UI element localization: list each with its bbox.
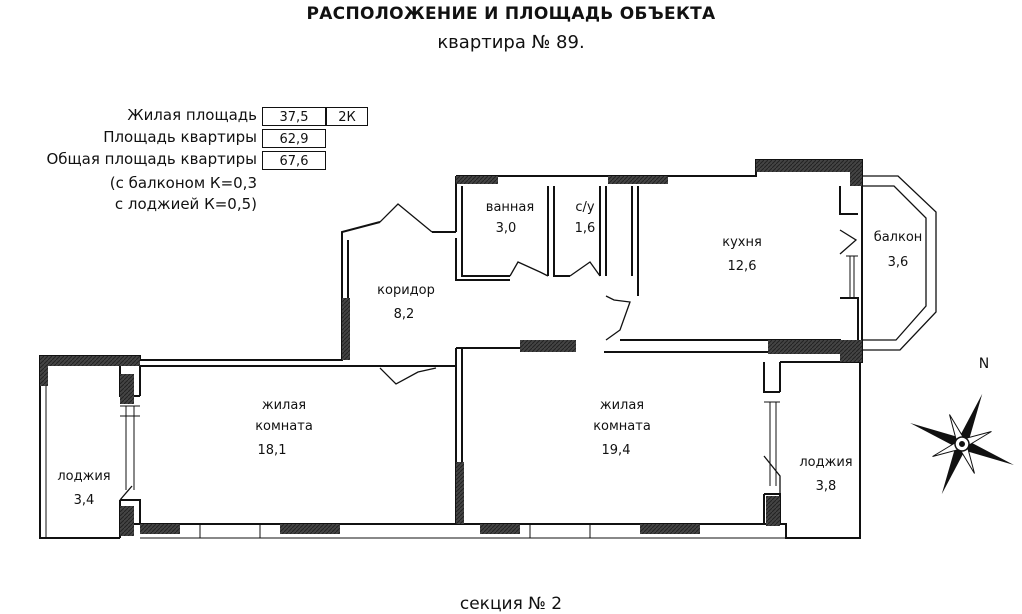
wc-area: 1,6 xyxy=(575,221,596,236)
door-swings xyxy=(119,203,858,501)
loggia-1-area: 3,4 xyxy=(74,493,95,508)
walls xyxy=(39,159,863,539)
bathroom-area: 3,0 xyxy=(496,221,517,236)
total-area-value: 67,6 xyxy=(262,151,326,170)
living-room-1-name-line2: комната xyxy=(255,419,313,434)
loggia-coefficient-note: с лоджией К=0,5) xyxy=(114,195,257,213)
total-area-label: Общая площадь квартиры xyxy=(46,150,257,168)
balcony-coefficient-note: (с балконом К=0,3 xyxy=(109,174,257,192)
living-room-2-area: 19,4 xyxy=(602,443,631,458)
kitchen-area: 12,6 xyxy=(728,259,757,274)
compass-rose-icon: N xyxy=(910,356,1014,495)
living-room-2-name-line1: жилая xyxy=(600,398,644,413)
kitchen-name: кухня xyxy=(722,235,762,250)
page-title: РАСПОЛОЖЕНИЕ И ПЛОЩАДЬ ОБЪЕКТА xyxy=(306,4,716,24)
balcony-area: 3,6 xyxy=(888,255,909,270)
living-room-1-area: 18,1 xyxy=(258,443,287,458)
living-area-label: Жилая площадь xyxy=(127,106,257,124)
rooms-badge: 2К xyxy=(326,107,368,126)
section-number: секция № 2 xyxy=(459,594,563,614)
corridor-name: коридор xyxy=(377,283,435,298)
loggia-2-area: 3,8 xyxy=(816,479,837,494)
room-labels: ванная 3,0 с/у 1,6 кухня 12,6 балкон 3,6… xyxy=(57,200,922,508)
living-room-1-name-line1: жилая xyxy=(262,398,306,413)
loggia-2-name: лоджия xyxy=(799,455,852,470)
apartment-area-value: 62,9 xyxy=(262,129,326,148)
bathroom-name: ванная xyxy=(486,200,534,215)
living-room-2-name-line2: комната xyxy=(593,419,651,434)
loggia-1-name: лоджия xyxy=(57,469,110,484)
living-area-value: 37,5 xyxy=(262,107,326,126)
hatched-walls xyxy=(40,160,862,536)
corridor-area: 8,2 xyxy=(394,307,415,322)
compass-north-label: N xyxy=(979,356,989,372)
wc-name: с/у xyxy=(575,200,595,215)
apartment-area-label: Площадь квартиры xyxy=(103,128,257,146)
apartment-number: квартира № 89. xyxy=(437,32,585,53)
balcony-outline xyxy=(862,175,937,351)
balcony-name: балкон xyxy=(874,230,923,245)
